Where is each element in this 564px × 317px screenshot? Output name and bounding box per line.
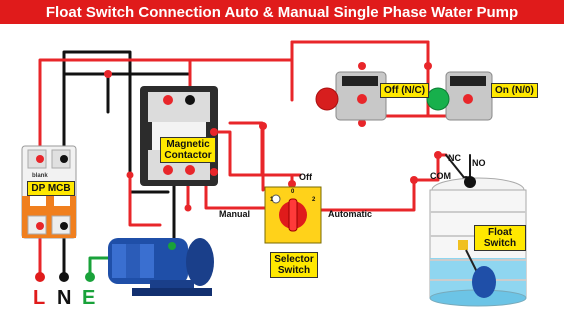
mcb-neutral-in-terminal [60,155,68,163]
com-label: COM [430,171,451,181]
mcb-line-in-terminal [36,155,44,163]
selector-switch [264,186,322,244]
earth-terminal-label: E [82,287,96,309]
mcb-label: DP MCB [27,181,75,196]
mcb-brand-label: blank [32,173,48,179]
line-wire-3 [188,58,470,186]
junction-dot [358,119,366,127]
selector-pos-1: 1 [270,197,274,203]
line-wire [38,40,470,277]
selector-off-label: Off [299,172,312,182]
contactor-label-line1: Magnetic [166,139,210,150]
off-pushbutton [315,71,387,121]
float-switch-label: Float Switch [474,225,526,251]
float-label-line1: Float [488,227,512,238]
junction-dot [184,204,192,212]
float-ball [472,266,496,298]
contactor-label: Magnetic Contactor [160,137,216,163]
selector-label: Selector Switch [270,252,318,278]
contactor-aux-terminal [210,128,218,136]
junction-dot [410,176,418,184]
mcb-line-out-terminal [36,222,44,230]
earth-terminal [85,272,95,282]
dp-mcb [21,145,77,239]
line-terminal-label: L [33,287,46,309]
junction-dot [259,122,267,130]
magnetic-contactor [140,86,218,186]
line-terminal [35,272,45,282]
line-wire-4 [204,124,448,212]
float-label-line2: Switch [483,238,517,249]
page-title: Float Switch Connection Auto & Manual Si… [45,3,519,21]
float-switch-terminal [464,176,476,188]
no-label: NO [472,158,486,168]
nc-label: NC [448,153,461,163]
junction-dot [424,62,432,70]
selector-manual-label: Manual [219,209,251,219]
selector-label-line2: Switch [277,265,311,276]
off-button-label: Off (N/C) [380,83,430,98]
junction-dot [126,171,134,179]
mcb-neutral-out-terminal [60,222,68,230]
selector-label-line1: Selector [274,254,314,265]
on-pushbutton [426,71,493,121]
junction-dot [434,151,442,159]
contactor-terminal [163,165,173,175]
title-bar: Float Switch Connection Auto & Manual Si… [0,0,564,24]
selector-automatic-label: Automatic [328,209,373,219]
junction-dot [358,62,366,70]
neutral-terminal [59,272,69,282]
contactor-label-line2: Contactor [164,150,212,161]
water-pump [108,238,214,296]
contactor-terminal [185,165,195,175]
contactor-terminal [185,95,195,105]
contactor-aux-terminal [210,168,218,176]
neutral-terminal-label: N [57,287,72,309]
junction-dot [104,70,112,78]
contactor-terminal [163,95,173,105]
selector-pos-2: 2 [312,197,316,203]
on-button-label: On (N/0) [491,83,538,98]
supply-terminals [35,272,95,282]
junction-dot [288,180,296,188]
float-nc-lead [445,154,467,181]
selector-pos-0: 0 [291,189,295,195]
